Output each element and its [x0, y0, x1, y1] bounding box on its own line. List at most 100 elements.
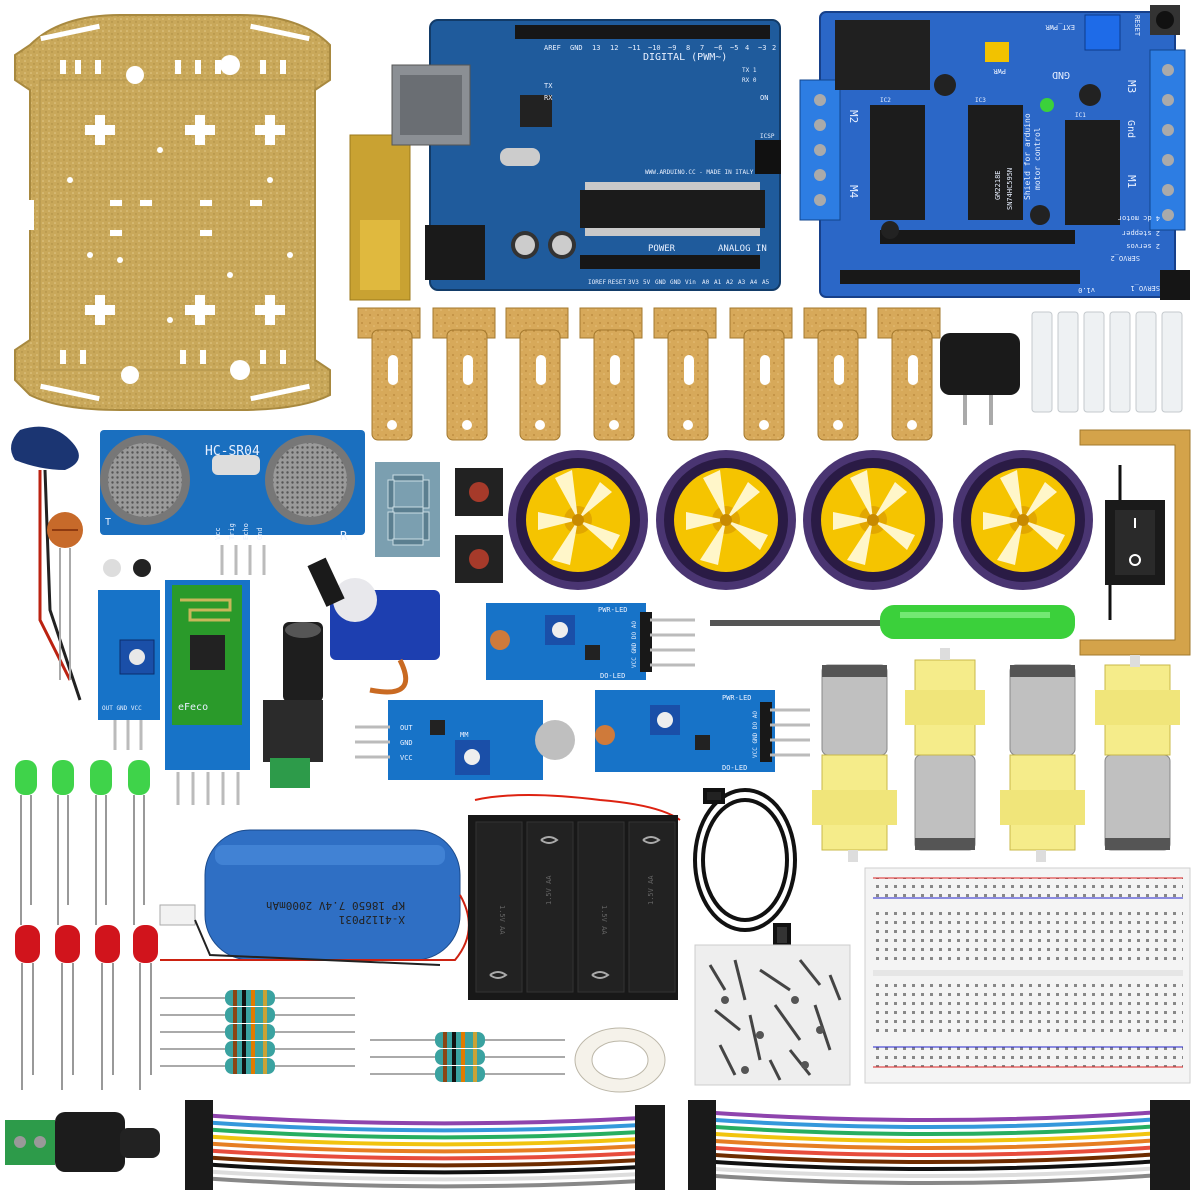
pin-5: ~5	[730, 44, 738, 52]
cell-label-3: 1.5V AA	[600, 905, 608, 935]
m4-label: M4	[847, 185, 860, 199]
power-jack	[425, 225, 485, 280]
pin-tx1: TX 1	[742, 67, 757, 74]
atmega-chip	[580, 190, 765, 228]
ldr1-pins: VCC GND DO AO	[631, 621, 638, 668]
ultrasonic-pin-echo: Echo	[242, 523, 250, 540]
dc-jack-female	[263, 622, 323, 788]
version-label: v1.0	[1078, 286, 1095, 294]
dc-jack-male	[5, 1112, 160, 1172]
pin-4: 4	[745, 44, 749, 52]
aa-battery-holder: 1.5V AA 1.5V AA 1.5V AA 1.5V AA	[468, 794, 681, 1000]
pin-a2: A2	[726, 279, 734, 286]
usb-cable	[693, 788, 797, 947]
pin-gnd-2: GND	[670, 279, 681, 286]
push-buttons	[455, 468, 503, 583]
battery-label-2: X-4112P031	[339, 913, 405, 926]
ldr2-do-led: DO-LED	[722, 764, 747, 772]
pin-6: ~6	[714, 44, 722, 52]
pin-a1: A1	[714, 279, 722, 286]
pin-gnd-1: GND	[655, 279, 666, 286]
sound-pin-gnd: GND	[400, 739, 413, 747]
bluetooth-brand: eFeco	[178, 702, 208, 713]
m3-label: M3	[1125, 80, 1138, 93]
icsp-label: ICSP	[760, 133, 775, 140]
pin-gnd: GND	[570, 44, 583, 52]
pin-8: 8	[686, 44, 690, 52]
side-text-3: 2 servos	[1126, 242, 1160, 250]
seven-segment-display	[375, 462, 440, 557]
ultrasonic-t-label: T	[105, 517, 111, 528]
pin-a0: A0	[702, 279, 710, 286]
reset-label: RESET	[1133, 15, 1141, 37]
pin-a5: A5	[762, 279, 770, 286]
ldr1-pwr-led: PWR-LED	[598, 606, 628, 614]
ultrasonic-sensor: HC-SR04 T R Vcc Trig Echo Gnd	[100, 430, 365, 575]
pin-a3: A3	[738, 279, 746, 286]
shield-title: Shield for arduino	[1023, 113, 1032, 200]
battery-snap-connector	[11, 426, 82, 701]
ic1-label: IC1	[1075, 112, 1086, 119]
chip1-marking: GM2218E	[994, 170, 1002, 200]
pin-9: ~9	[668, 44, 676, 52]
tx-led-label: TX	[544, 82, 553, 90]
ic2-label: IC2	[880, 97, 891, 104]
cell-label-1: 1.5V AA	[498, 905, 506, 935]
side-text-2: 4 dc motor	[1118, 214, 1160, 222]
pin-13: 13	[592, 44, 600, 52]
chip2-marking: SN74HC595N	[1006, 168, 1014, 210]
side-text-1: 2 stepper	[1122, 229, 1160, 237]
ldr-photoresistor	[47, 512, 83, 680]
ultrasonic-pin-vcc: Vcc	[214, 527, 222, 540]
wheels	[508, 450, 1093, 590]
sound-sensor-module: OUT GND VCC MM	[355, 700, 575, 780]
screwdriver	[710, 605, 1075, 639]
gnd-terminal-label: Gnd	[1125, 120, 1136, 138]
rocker-switch	[1105, 465, 1165, 620]
screws-and-nuts	[694, 944, 851, 1086]
resistors-set-2	[369, 1031, 566, 1083]
ldr2-pwr-led: PWR-LED	[722, 694, 752, 702]
u-bracket	[1079, 429, 1191, 656]
ldr-module-2: PWR-LED DO-LED VCC GND DO AO	[595, 690, 810, 772]
pin-7: 7	[700, 44, 704, 52]
sound-pin-vcc: VCC	[400, 754, 413, 762]
red-leds	[15, 924, 159, 1091]
ir-pins-label: OUT GND VCC	[102, 705, 142, 712]
cell-label-4: 1.5V AA	[647, 875, 655, 905]
ir-obstacle-sensor: OUT GND VCC	[98, 559, 160, 750]
digital-label: DIGITAL (PWM~)	[643, 52, 727, 63]
pin-3v3: 3V3	[628, 279, 639, 286]
resistors-set-1	[159, 990, 356, 1075]
green-leds	[15, 759, 151, 926]
ultrasonic-r-label: R	[340, 529, 348, 543]
micro-servo	[307, 557, 440, 695]
power-label: POWER	[648, 244, 676, 254]
ldr-module-1: PWR-LED DO-LED VCC GND DO AO	[486, 603, 695, 680]
battery-bracket	[349, 134, 411, 301]
m1-label: M1	[1125, 175, 1138, 188]
ldr1-do-led: DO-LED	[600, 672, 625, 680]
arduino-uno-board: DIGITAL (PWM~) WWW.ARDUINO.CC - MADE IN …	[391, 19, 781, 291]
double-sided-tape	[574, 1027, 666, 1093]
pin-3: ~3	[758, 44, 766, 52]
servo1-label: SERVO_1	[1130, 284, 1160, 292]
on-led-label: ON	[760, 94, 768, 102]
gear-motors	[812, 648, 1180, 863]
buzzer	[940, 333, 1020, 425]
motor-driver-shield: Shield for arduino motor control EXT_PWR…	[799, 5, 1190, 300]
ultrasonic-pin-gnd: Gnd	[256, 527, 264, 540]
pin-rx0: RX 0	[742, 77, 757, 84]
pin-vin: Vin	[685, 279, 696, 286]
pin-12: 12	[610, 44, 618, 52]
sound-label: MM	[460, 731, 468, 739]
ldr2-pins: VCC GND DO AO	[752, 711, 759, 758]
jumper-wires-left	[185, 1100, 665, 1190]
pwr-label: PWR	[993, 67, 1006, 75]
m2-label: M2	[847, 110, 860, 123]
ultrasonic-pin-trig: Trig	[228, 523, 236, 540]
breadboard	[864, 867, 1191, 1084]
pin-2: 2	[772, 44, 776, 52]
ultrasonic-model: HC-SR04	[205, 444, 260, 459]
